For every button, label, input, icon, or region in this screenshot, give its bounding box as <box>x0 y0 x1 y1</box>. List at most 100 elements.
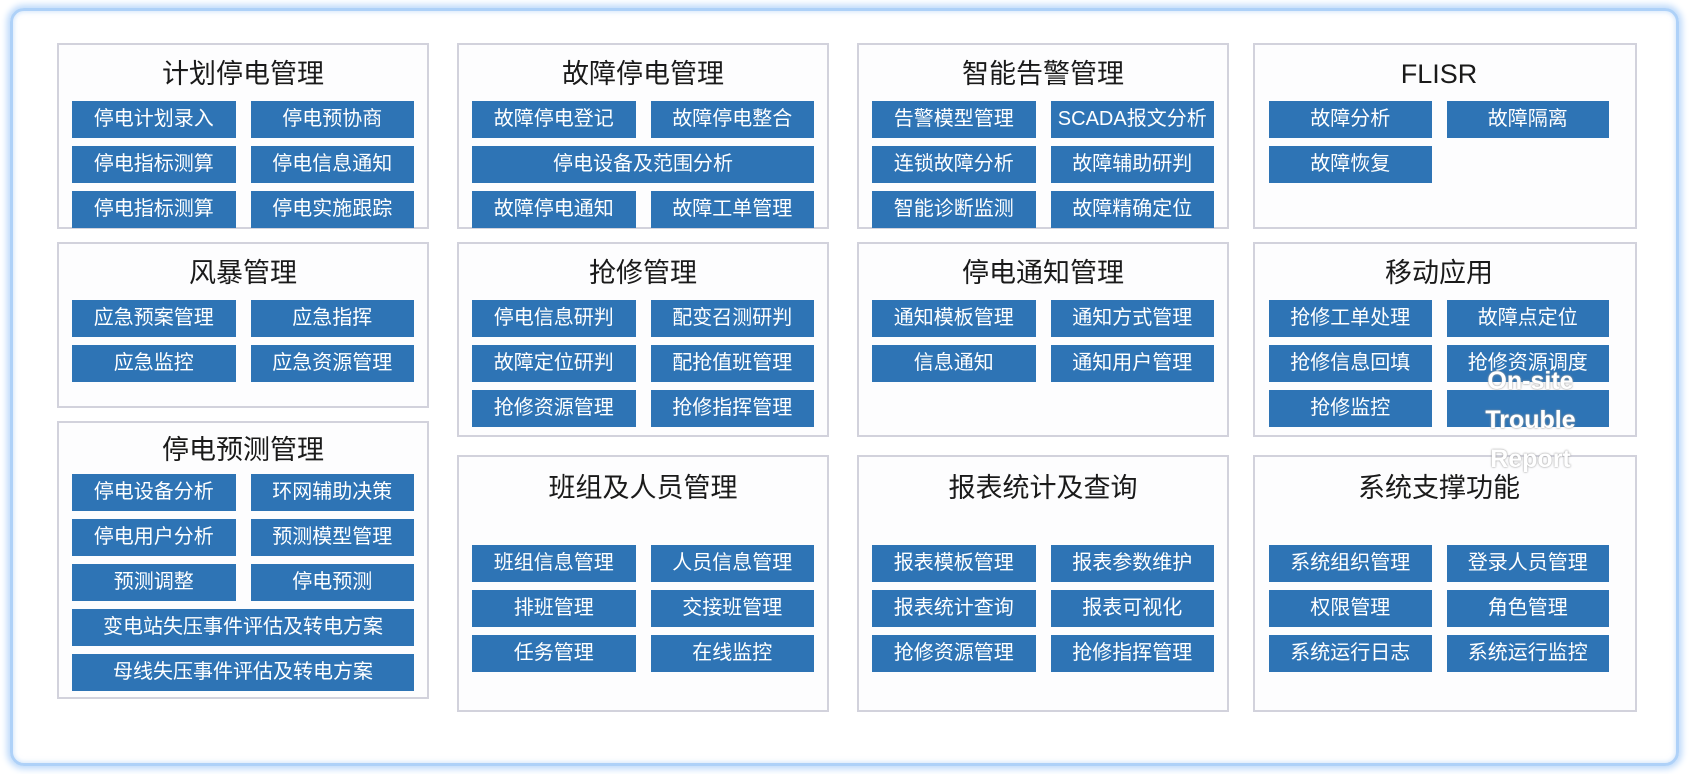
panel-title: 风暴管理 <box>189 258 297 288</box>
panel-system-support-functions: 系统支撑功能 系统组织管理登录人员管理权限管理角色管理系统运行日志系统运行监控 <box>1253 455 1637 712</box>
module-button[interactable]: 故障辅助研判 <box>1050 146 1214 183</box>
module-button[interactable]: SCADA报文分析 <box>1050 101 1214 138</box>
module-button[interactable]: 故障定位研判 <box>472 345 636 382</box>
module-button[interactable]: 报表模板管理 <box>872 545 1036 582</box>
column-2: 故障停电管理 故障停电登记故障停电整合停电设备及范围分析故障停电通知故障工单管理… <box>457 43 829 712</box>
module-button[interactable]: 故障工单管理 <box>650 191 814 228</box>
module-button[interactable]: 系统组织管理 <box>1269 545 1432 582</box>
module-button[interactable]: 故障精确定位 <box>1050 191 1214 228</box>
panel-fault-outage-management: 故障停电管理 故障停电登记故障停电整合停电设备及范围分析故障停电通知故障工单管理 <box>457 43 829 229</box>
module-button[interactable]: 停电设备及范围分析 <box>472 146 814 183</box>
module-button[interactable]: 通知方式管理 <box>1050 300 1214 337</box>
module-button[interactable]: 母线失压事件评估及转电方案 <box>72 654 414 691</box>
module-button[interactable]: 抢修信息回填 <box>1269 345 1432 382</box>
module-button[interactable]: 应急资源管理 <box>250 345 414 382</box>
module-button[interactable]: 变电站失压事件评估及转电方案 <box>72 609 414 646</box>
module-button[interactable]: 抢修资源调度 <box>1446 345 1609 382</box>
panel-title: 停电通知管理 <box>962 258 1124 288</box>
module-button[interactable]: 抢修资源管理 <box>872 635 1036 672</box>
module-button[interactable]: 故障分析 <box>1269 101 1432 138</box>
module-button[interactable]: 预测模型管理 <box>250 519 414 556</box>
module-button[interactable]: 告警模型管理 <box>872 101 1036 138</box>
module-button[interactable]: 故障停电通知 <box>472 191 636 228</box>
module-button[interactable]: 停电实施跟踪 <box>250 191 414 228</box>
module-button[interactable]: 停电用户分析 <box>72 519 236 556</box>
module-button[interactable]: 信息通知 <box>872 345 1036 382</box>
module-button[interactable]: 抢修指挥管理 <box>650 390 814 427</box>
module-button[interactable]: 通知模板管理 <box>872 300 1036 337</box>
module-button[interactable]: 应急预案管理 <box>72 300 236 337</box>
module-button[interactable]: 停电指标测算 <box>72 191 236 228</box>
panel-planned-outage-management: 计划停电管理 停电计划录入停电预协商停电指标测算停电信息通知停电指标测算停电实施… <box>57 43 429 229</box>
module-button[interactable] <box>1446 390 1609 427</box>
button-grid: 故障停电登记故障停电整合停电设备及范围分析故障停电通知故障工单管理 <box>472 101 814 228</box>
module-button[interactable]: 角色管理 <box>1446 590 1609 627</box>
panel-storm-management: 风暴管理 应急预案管理应急指挥应急监控应急资源管理 <box>57 242 429 408</box>
module-button[interactable]: 停电预协商 <box>250 101 414 138</box>
panel-title: 停电预测管理 <box>162 435 324 465</box>
module-button[interactable]: 班组信息管理 <box>472 545 636 582</box>
rounded-blue-frame <box>10 8 1679 766</box>
module-button[interactable]: 系统运行监控 <box>1446 635 1609 672</box>
module-button[interactable]: 故障点定位 <box>1446 300 1609 337</box>
panel-title: 报表统计及查询 <box>948 473 1138 503</box>
module-button[interactable]: 故障停电登记 <box>472 101 636 138</box>
module-button[interactable]: 配变召测研判 <box>650 300 814 337</box>
button-grid: 班组信息管理人员信息管理排班管理交接班管理任务管理在线监控 <box>472 545 814 672</box>
module-button[interactable]: 停电信息通知 <box>250 146 414 183</box>
module-button[interactable]: 报表可视化 <box>1050 590 1214 627</box>
panel-outage-forecast-management: 停电预测管理 停电设备分析环网辅助决策停电用户分析预测模型管理预测调整停电预测变… <box>57 421 429 699</box>
module-button[interactable]: 抢修工单处理 <box>1269 300 1432 337</box>
module-button[interactable]: 配抢值班管理 <box>650 345 814 382</box>
module-button[interactable]: 停电指标测算 <box>72 146 236 183</box>
module-button[interactable]: 故障隔离 <box>1446 101 1609 138</box>
panel-title: 故障停电管理 <box>562 59 724 89</box>
panel-title: 抢修管理 <box>589 258 697 288</box>
button-grid: 故障分析故障隔离故障恢复 <box>1269 101 1609 183</box>
column-1: 计划停电管理 停电计划录入停电预协商停电指标测算停电信息通知停电指标测算停电实施… <box>57 43 429 699</box>
module-button[interactable]: 交接班管理 <box>650 590 814 627</box>
button-grid: 报表模板管理报表参数维护报表统计查询报表可视化抢修资源管理抢修指挥管理 <box>872 545 1214 672</box>
module-button[interactable]: 抢修资源管理 <box>472 390 636 427</box>
panel-title: 班组及人员管理 <box>548 473 738 503</box>
module-button[interactable]: 预测调整 <box>72 564 236 601</box>
module-button[interactable]: 通知用户管理 <box>1050 345 1214 382</box>
module-button[interactable]: 排班管理 <box>472 590 636 627</box>
button-grid: 抢修工单处理故障点定位抢修信息回填抢修资源调度抢修监控 <box>1269 300 1609 427</box>
module-button[interactable]: 应急指挥 <box>250 300 414 337</box>
module-button[interactable]: 权限管理 <box>1269 590 1432 627</box>
module-button[interactable]: 任务管理 <box>472 635 636 672</box>
panel-report-statistics-query: 报表统计及查询 报表模板管理报表参数维护报表统计查询报表可视化抢修资源管理抢修指… <box>857 455 1229 712</box>
module-button[interactable]: 停电计划录入 <box>72 101 236 138</box>
module-button[interactable]: 连锁故障分析 <box>872 146 1036 183</box>
module-button[interactable]: 抢修监控 <box>1269 390 1432 427</box>
panel-title: 系统支撑功能 <box>1358 473 1520 503</box>
module-button[interactable]: 系统运行日志 <box>1269 635 1432 672</box>
panel-team-personnel-management: 班组及人员管理 班组信息管理人员信息管理排班管理交接班管理任务管理在线监控 <box>457 455 829 712</box>
panel-repair-management: 抢修管理 停电信息研判配变召测研判故障定位研判配抢值班管理抢修资源管理抢修指挥管… <box>457 242 829 437</box>
module-button[interactable]: 环网辅助决策 <box>250 474 414 511</box>
module-button[interactable]: 停电设备分析 <box>72 474 236 511</box>
module-button[interactable]: 应急监控 <box>72 345 236 382</box>
panel-title: 计划停电管理 <box>162 59 324 89</box>
button-grid: 应急预案管理应急指挥应急监控应急资源管理 <box>72 300 414 382</box>
module-button[interactable]: 在线监控 <box>650 635 814 672</box>
column-4: FLISR 故障分析故障隔离故障恢复 移动应用 抢修工单处理故障点定位抢修信息回… <box>1253 43 1637 712</box>
module-button[interactable]: 停电信息研判 <box>472 300 636 337</box>
panel-title: 移动应用 <box>1385 258 1493 288</box>
module-button[interactable]: 登录人员管理 <box>1446 545 1609 582</box>
button-grid: 系统组织管理登录人员管理权限管理角色管理系统运行日志系统运行监控 <box>1269 545 1609 672</box>
module-button[interactable]: 智能诊断监测 <box>872 191 1036 228</box>
module-button[interactable]: 抢修指挥管理 <box>1050 635 1214 672</box>
button-grid: 停电计划录入停电预协商停电指标测算停电信息通知停电指标测算停电实施跟踪 <box>72 101 414 228</box>
module-button[interactable]: 报表统计查询 <box>872 590 1036 627</box>
button-grid: 通知模板管理通知方式管理信息通知通知用户管理 <box>872 300 1214 382</box>
module-button[interactable]: 故障停电整合 <box>650 101 814 138</box>
module-button[interactable]: 报表参数维护 <box>1050 545 1214 582</box>
module-button[interactable]: 故障恢复 <box>1269 146 1432 183</box>
module-button[interactable]: 停电预测 <box>250 564 414 601</box>
module-button[interactable]: 人员信息管理 <box>650 545 814 582</box>
